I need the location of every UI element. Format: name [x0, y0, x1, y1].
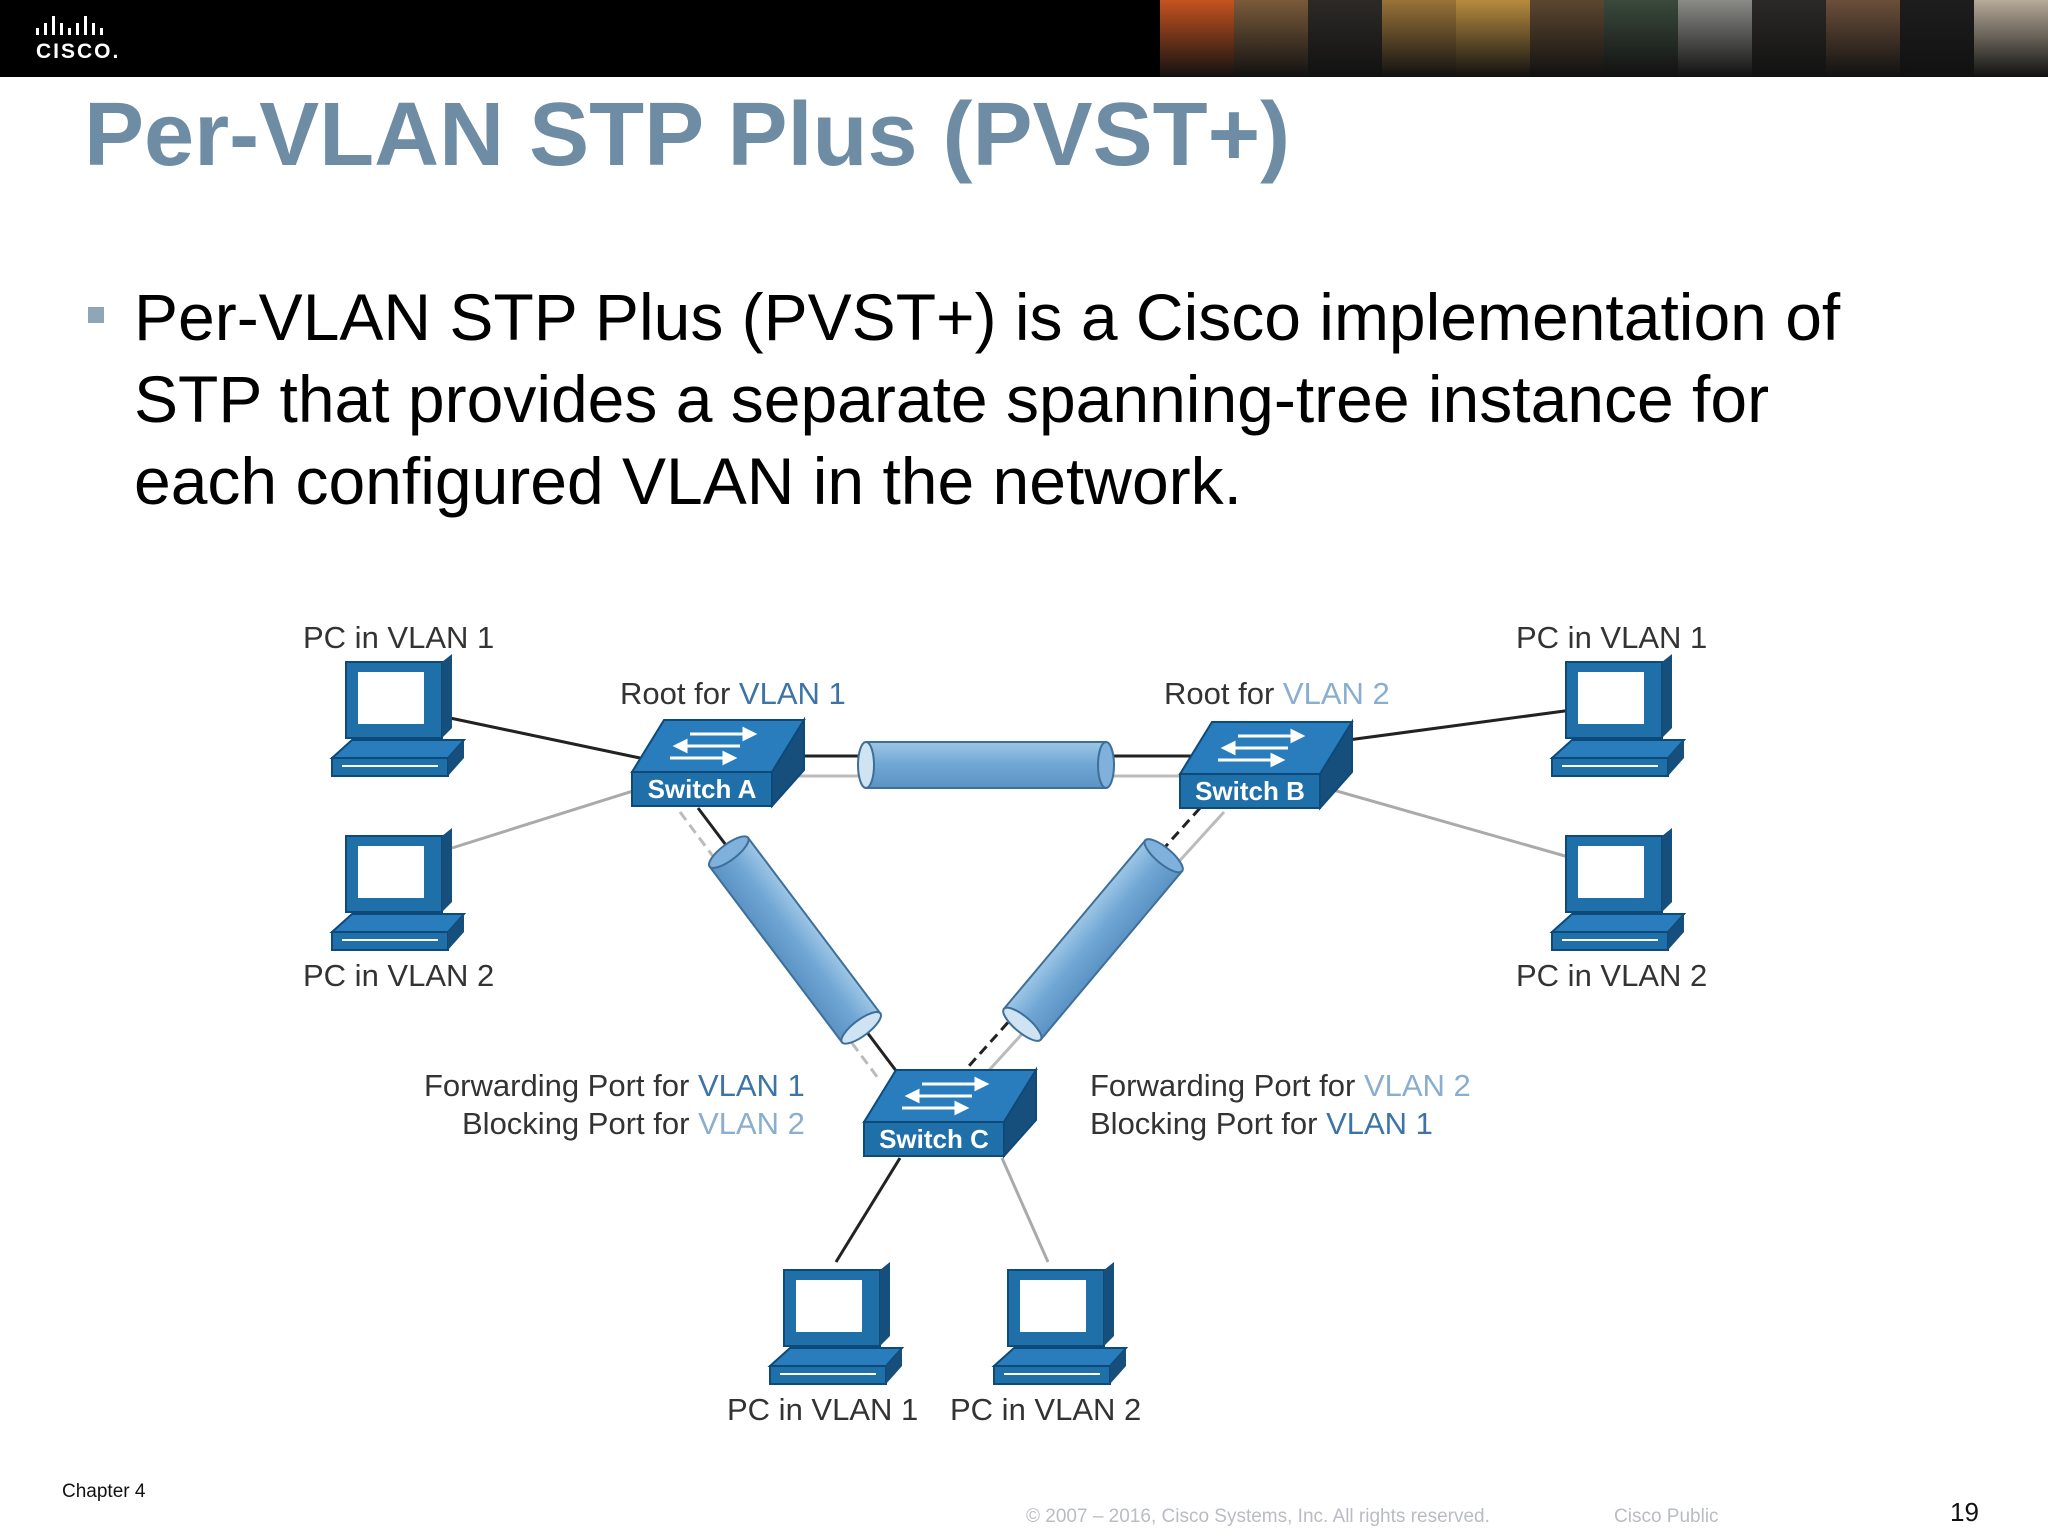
- classification-label: Cisco Public: [1614, 1506, 1719, 1527]
- switch-arrows-icon: [1218, 728, 1306, 768]
- pc-top-left-label: PC in VLAN 1: [303, 620, 495, 655]
- header-photo-8: [1678, 0, 1752, 77]
- bullet-line-1: Per-VLAN STP Plus (PVST+) is a Cisco imp…: [134, 280, 1841, 354]
- link-pc-br: [1000, 1157, 1050, 1263]
- pc-links: [449, 708, 1573, 1263]
- root-b-vlan: VLAN 2: [1282, 676, 1390, 711]
- header-photo-11: [1900, 0, 1974, 77]
- link-pc-tr: [1347, 708, 1573, 742]
- root-b-prefix: Root for: [1164, 676, 1275, 711]
- left-port-blk: Blocking Port for VLAN 2: [462, 1106, 805, 1142]
- pc-mid-left: [329, 828, 467, 951]
- right-port-fwd: Forwarding Port for VLAN 2: [1090, 1068, 1471, 1104]
- pc-bottom-left: [767, 1262, 905, 1385]
- right-fwd-vlan: VLAN 2: [1363, 1068, 1471, 1103]
- pc-mid-right-label: PC in VLAN 2: [1516, 958, 1708, 993]
- root-b-label: Root for VLAN 2: [1164, 676, 1390, 712]
- pc-top-right-label: PC in VLAN 1: [1516, 620, 1708, 655]
- pc-bottom-right: [991, 1262, 1129, 1385]
- trunk-a-b: [790, 741, 1200, 789]
- slide-title: Per-VLAN STP Plus (PVST+): [84, 85, 1291, 185]
- computer-icon: [991, 1262, 1129, 1385]
- root-a-prefix: Root for: [620, 676, 731, 711]
- left-fwd-text: Forwarding Port for: [424, 1068, 690, 1103]
- left-blk-text: Blocking Port for: [462, 1106, 690, 1141]
- right-port-blk: Blocking Port for VLAN 1: [1090, 1106, 1433, 1142]
- trunk-a-c: [678, 807, 902, 1079]
- switch-a-label: Switch A: [648, 774, 757, 804]
- bullet-text: Per-VLAN STP Plus (PVST+) is a Cisco imp…: [134, 276, 1994, 522]
- cisco-logo: CISCO.: [34, 14, 124, 64]
- header-photo-12: [1974, 0, 2048, 77]
- left-fwd-vlan: VLAN 1: [697, 1068, 805, 1103]
- root-a-vlan: VLAN 1: [738, 676, 846, 711]
- right-blk-text: Blocking Port for: [1090, 1106, 1318, 1141]
- topology-drawing: Switch A Switch B Switch C: [329, 654, 1687, 1385]
- page-number: 19: [1950, 1497, 1979, 1527]
- switch-c: Switch C: [862, 1066, 1038, 1159]
- computer-icon: [329, 654, 467, 777]
- pc-top-right: [1549, 654, 1687, 777]
- switch-b: Switch B: [1178, 718, 1354, 811]
- link-pc-mr: [1311, 782, 1573, 860]
- computer-icon: [1549, 828, 1687, 951]
- header-photo-6: [1530, 0, 1604, 77]
- pvst-topology-diagram: Switch A Switch B Switch C: [0, 560, 2048, 1440]
- bullet-line-3: each configured VLAN in the network.: [134, 444, 1242, 518]
- link-pc-ml: [451, 788, 637, 850]
- header-photo-5: [1456, 0, 1530, 77]
- bullet-marker: [88, 307, 104, 323]
- switch-arrows-icon: [670, 726, 758, 766]
- copyright-text: © 2007 – 2016, Cisco Systems, Inc. All r…: [1026, 1506, 1490, 1527]
- header-photo-4: [1382, 0, 1456, 77]
- header-photo-2: [1234, 0, 1308, 77]
- link-pc-tl: [449, 716, 641, 760]
- logo-wordmark: CISCO.: [36, 40, 121, 63]
- header-bar: CISCO.: [0, 0, 2048, 77]
- trunk-b-c: [958, 806, 1226, 1080]
- header-photo-7: [1604, 0, 1678, 77]
- left-blk-vlan: VLAN 2: [698, 1106, 805, 1141]
- header-photo-9: [1752, 0, 1826, 77]
- header-photo-1: [1160, 0, 1234, 77]
- bullet-line-2: STP that provides a separate spanning-tr…: [134, 362, 1770, 436]
- pc-bottom-right-label: PC in VLAN 2: [950, 1392, 1142, 1427]
- switch-c-label: Switch C: [879, 1124, 989, 1154]
- cisco-bars-icon: [36, 16, 103, 35]
- computer-icon: [329, 828, 467, 951]
- switch-a: Switch A: [630, 716, 806, 809]
- pc-mid-left-label: PC in VLAN 2: [303, 958, 495, 993]
- chapter-label: Chapter 4: [62, 1481, 146, 1502]
- right-fwd-text: Forwarding Port for: [1090, 1068, 1356, 1103]
- pc-bottom-left-label: PC in VLAN 1: [727, 1392, 919, 1427]
- root-a-label: Root for VLAN 1: [620, 676, 846, 712]
- switch-arrows-icon: [902, 1076, 990, 1116]
- header-photo-10: [1826, 0, 1900, 77]
- link-pc-bl: [834, 1157, 902, 1263]
- left-port-fwd: Forwarding Port for VLAN 1: [424, 1068, 805, 1104]
- switch-b-label: Switch B: [1195, 776, 1305, 806]
- computer-icon: [1549, 654, 1687, 777]
- header-photo-strip: [1160, 0, 2048, 77]
- header-photo-3: [1308, 0, 1382, 77]
- right-blk-vlan: VLAN 1: [1326, 1106, 1433, 1141]
- pc-top-left: [329, 654, 467, 777]
- pc-mid-right: [1549, 828, 1687, 951]
- computer-icon: [767, 1262, 905, 1385]
